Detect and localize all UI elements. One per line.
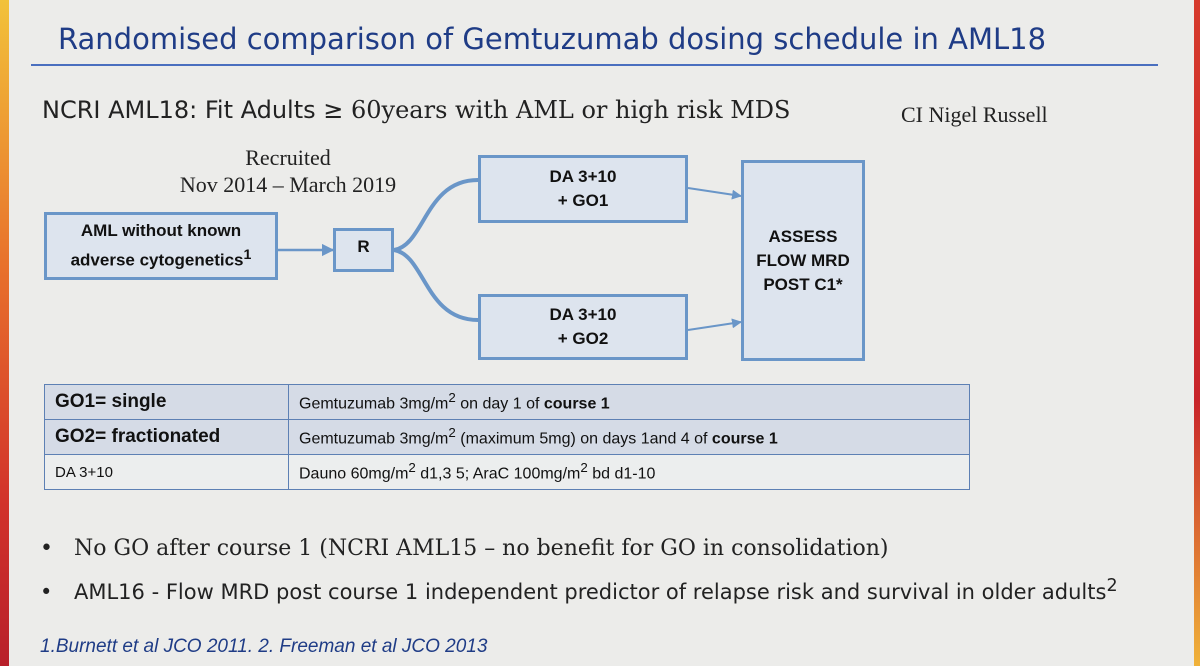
bullet-marker: • <box>40 580 53 604</box>
branch-to-go1 <box>393 178 479 252</box>
bullet-item: • AML16 - Flow MRD post course 1 independ… <box>40 576 1118 604</box>
row-label: DA 3+10 <box>44 454 289 490</box>
arrow-go2-to-assess <box>687 318 742 331</box>
bullet-item: • No GO after course 1 (NCRI AML15 – no b… <box>40 536 889 561</box>
subtitle-suffix: 60years with AML or high risk MDS <box>343 96 791 124</box>
row-value: Gemtuzumab 3mg/m2 on day 1 of course 1 <box>288 384 970 420</box>
slide-subtitle: NCRI AML18: Fit Adults ≥ 60years with AM… <box>42 96 790 124</box>
bullet-text: AML16 - Flow MRD post course 1 independe… <box>74 580 1107 604</box>
assess-mrd-box: ASSESS FLOW MRD POST C1* <box>741 160 865 361</box>
arrow-go1-to-assess <box>687 187 742 200</box>
references: 1.Burnett et al JCO 2011. 2. Freeman et … <box>40 636 488 657</box>
chief-investigator: CI Nigel Russell <box>901 102 1048 127</box>
aml-box-line1: AML without known <box>80 221 242 241</box>
bullet-footnote: 2 <box>1106 576 1118 596</box>
right-edge-decoration <box>1194 0 1200 666</box>
title-divider <box>31 64 1158 66</box>
arm-go1-box: DA 3+10 + GO1 <box>478 155 688 223</box>
table-row: GO2= fractionated Gemtuzumab 3mg/m2 (max… <box>44 419 970 455</box>
row-value: Dauno 60mg/m2 d1,3 5; AraC 100mg/m2 bd d… <box>288 454 970 490</box>
go1-box-line1: DA 3+10 <box>549 167 617 186</box>
row-label: GO2= fractionated <box>44 419 289 455</box>
go2-box-line2: + GO2 <box>557 329 609 348</box>
greater-equal-symbol: ≥ <box>323 96 344 124</box>
branch-to-go2 <box>393 248 479 322</box>
row-value: Gemtuzumab 3mg/m2 (maximum 5mg) on days … <box>288 419 970 455</box>
aml-box-footnote: 1 <box>243 247 252 264</box>
recruitment-period: Recruited Nov 2014 – March 2019 <box>150 144 426 198</box>
assess-line1: ASSESS <box>768 226 838 246</box>
bullet-text: No GO after course 1 (NCRI AML15 – no be… <box>74 536 889 561</box>
randomisation-box: R <box>333 228 394 272</box>
assess-line3: POST C1* <box>763 274 843 294</box>
recruited-dates: Nov 2014 – March 2019 <box>179 172 397 197</box>
row-label: GO1= single <box>44 384 289 420</box>
table-row: GO1= single Gemtuzumab 3mg/m2 on day 1 o… <box>44 384 970 420</box>
subtitle-prefix: NCRI AML18: Fit Adults <box>42 96 324 124</box>
arm-go2-box: DA 3+10 + GO2 <box>478 294 688 360</box>
aml-population-box: AML without known adverse cytogenetics1 <box>44 212 278 280</box>
randomisation-label: R <box>357 237 370 256</box>
assess-line2: FLOW MRD <box>756 250 850 270</box>
dosing-table: GO1= single Gemtuzumab 3mg/m2 on day 1 o… <box>44 384 970 490</box>
recruited-label: Recruited <box>245 145 331 170</box>
go2-box-line1: DA 3+10 <box>549 305 617 324</box>
bullet-marker: • <box>40 536 53 561</box>
slide-title: Randomised comparison of Gemtuzumab dosi… <box>58 22 1047 56</box>
left-edge-decoration <box>0 0 9 666</box>
aml-box-line2: adverse cytogenetics <box>70 250 244 270</box>
go1-box-line2: + GO1 <box>557 191 609 210</box>
table-row: DA 3+10 Dauno 60mg/m2 d1,3 5; AraC 100mg… <box>44 454 970 490</box>
